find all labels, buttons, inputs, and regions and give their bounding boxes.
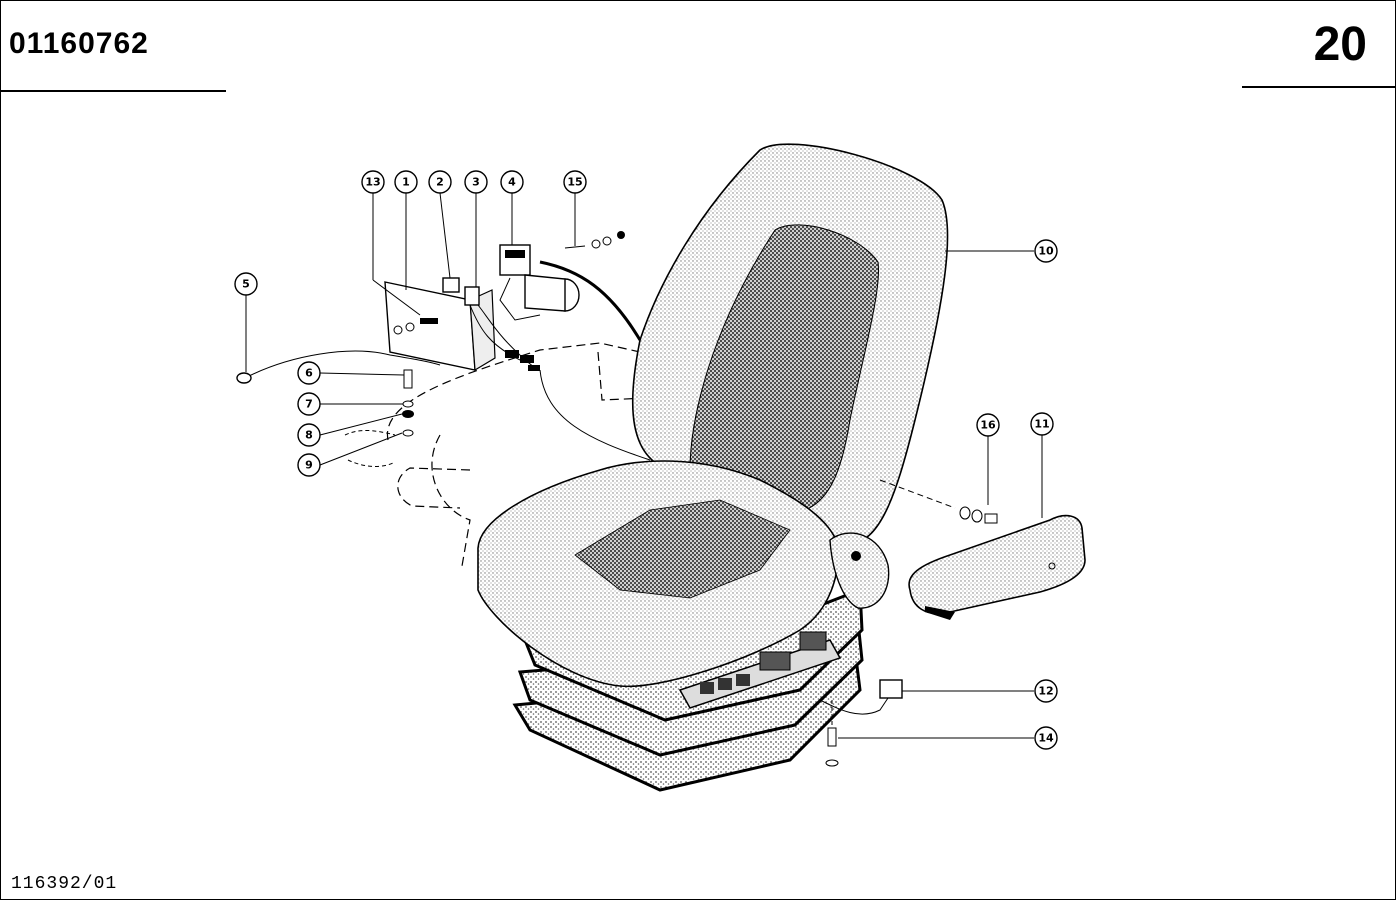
callout-1: 1 bbox=[394, 170, 418, 194]
svg-text:7: 7 bbox=[305, 398, 313, 411]
part-number: 01160762 bbox=[9, 27, 149, 60]
callout-6: 6 bbox=[297, 361, 321, 385]
seat-cushion bbox=[477, 460, 890, 688]
svg-text:8: 8 bbox=[305, 429, 313, 442]
callout-12: 12 bbox=[1034, 679, 1058, 703]
callout-15: 15 bbox=[563, 170, 587, 194]
callout-13: 13 bbox=[361, 170, 385, 194]
svg-text:6: 6 bbox=[305, 367, 313, 380]
callout-11: 11 bbox=[1030, 412, 1054, 436]
seat-backrest bbox=[631, 143, 949, 547]
drawing-number: 116392/01 bbox=[11, 874, 118, 894]
callout-2: 2 bbox=[428, 170, 452, 194]
armrest bbox=[908, 514, 1086, 620]
svg-text:11: 11 bbox=[1034, 418, 1049, 431]
callout-8: 8 bbox=[297, 423, 321, 447]
svg-text:12: 12 bbox=[1038, 685, 1053, 698]
callout-7: 7 bbox=[297, 392, 321, 416]
compressor-assembly bbox=[236, 231, 998, 767]
seat-adjustment-module bbox=[678, 631, 842, 709]
svg-text:9: 9 bbox=[305, 459, 313, 472]
page-number: 20 bbox=[1313, 18, 1367, 71]
svg-text:3: 3 bbox=[472, 176, 480, 189]
callout-3: 3 bbox=[464, 170, 488, 194]
callout-9: 9 bbox=[297, 453, 321, 477]
leader-lines bbox=[245, 192, 1043, 739]
callout-16: 16 bbox=[976, 413, 1000, 437]
header-rule-right bbox=[1242, 86, 1395, 88]
svg-text:2: 2 bbox=[436, 176, 444, 189]
svg-text:4: 4 bbox=[508, 176, 516, 189]
svg-text:5: 5 bbox=[242, 278, 250, 291]
header-rule-left bbox=[1, 90, 226, 92]
svg-text:14: 14 bbox=[1038, 732, 1054, 745]
svg-text:16: 16 bbox=[980, 419, 996, 432]
callout-4: 4 bbox=[500, 170, 524, 194]
svg-text:10: 10 bbox=[1038, 245, 1054, 258]
svg-text:1: 1 bbox=[402, 176, 410, 189]
svg-text:13: 13 bbox=[365, 176, 380, 189]
callout-10: 10 bbox=[1034, 239, 1058, 263]
callout-14: 14 bbox=[1034, 726, 1058, 750]
callout-5: 5 bbox=[234, 272, 258, 296]
svg-text:15: 15 bbox=[567, 176, 582, 189]
